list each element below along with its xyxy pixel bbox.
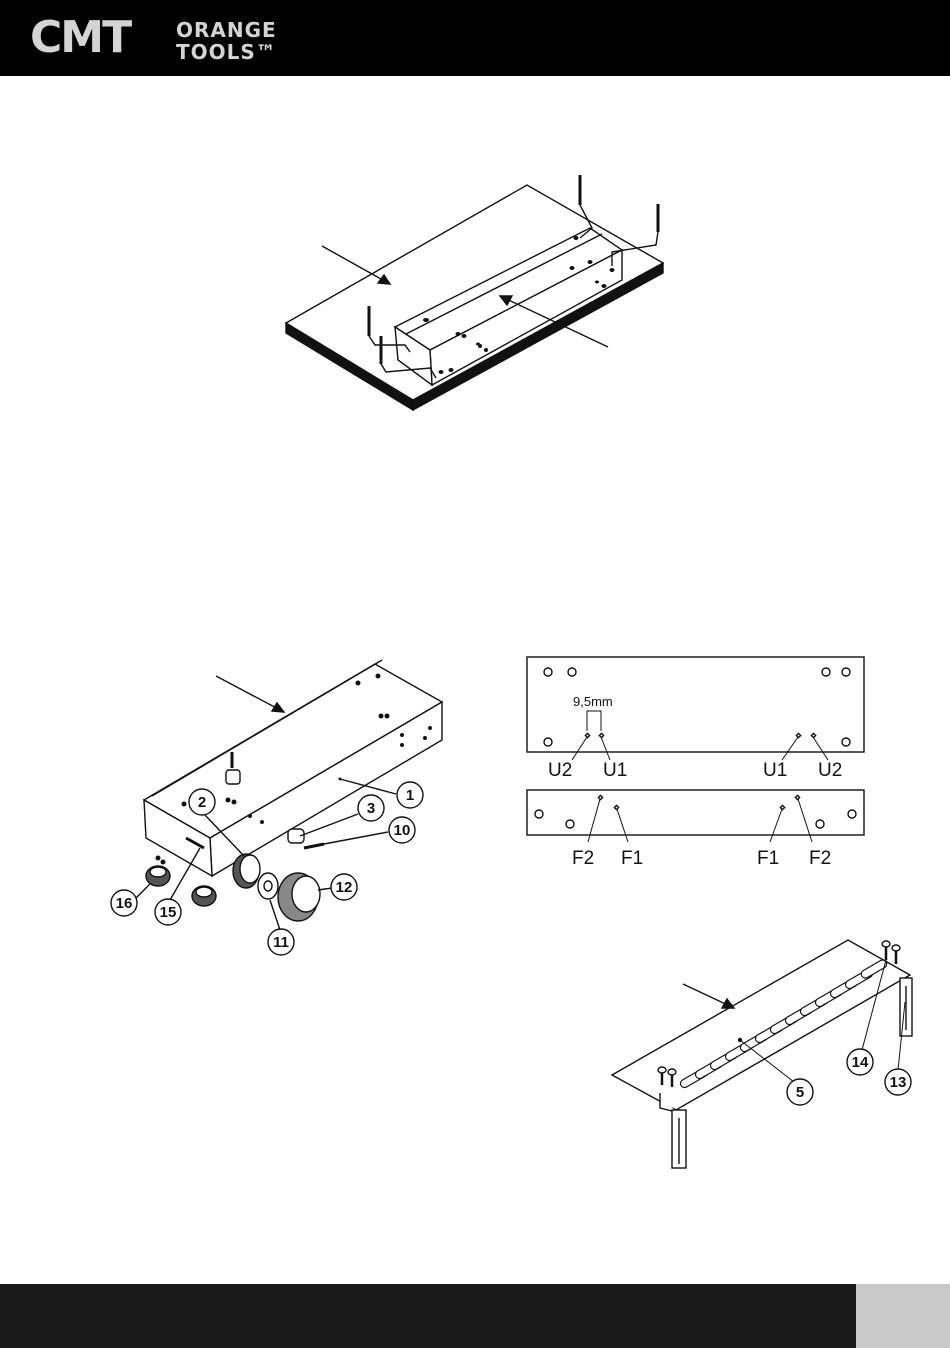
callout-part-2: 2 [189, 789, 215, 815]
callout-part-14: 14 [847, 1049, 873, 1075]
svg-text:3: 3 [367, 800, 375, 817]
label-u2-right: U2 [818, 760, 842, 781]
callout-part-10: 10 [389, 817, 415, 843]
callout-part-15: 15 [155, 899, 181, 925]
callout-part-12: 12 [331, 874, 357, 900]
callout-part-5: 5 [787, 1079, 813, 1105]
svg-text:12: 12 [336, 879, 353, 896]
svg-text:2: 2 [198, 794, 206, 811]
jig-exploded-illustration [136, 660, 442, 930]
label-f2-left: F2 [572, 848, 594, 869]
svg-text:5: 5 [796, 1084, 804, 1101]
svg-text:15: 15 [160, 904, 177, 921]
board-assembly-illustration [286, 175, 663, 410]
callout-part-11: 11 [268, 929, 294, 955]
svg-text:16: 16 [116, 895, 133, 912]
callout-part-1: 1 [397, 782, 423, 808]
page-footer [0, 1284, 950, 1348]
callout-part-16: 16 [111, 890, 137, 916]
label-u1-left: U1 [603, 760, 627, 781]
label-f2-right: F2 [809, 848, 831, 869]
label-f1-left: F1 [621, 848, 643, 869]
svg-text:13: 13 [890, 1074, 907, 1091]
page-number-tab [856, 1284, 950, 1348]
label-f1-right: F1 [757, 848, 779, 869]
label-u1-right: U1 [763, 760, 787, 781]
callout-part-13: 13 [885, 1069, 911, 1095]
label-u2-left: U2 [548, 760, 572, 781]
callout-part-3: 3 [358, 795, 384, 821]
board-arrow [322, 246, 390, 284]
svg-text:1: 1 [406, 787, 414, 804]
lower-plate [527, 790, 864, 842]
svg-text:14: 14 [852, 1054, 869, 1071]
svg-text:11: 11 [273, 934, 289, 951]
dimension-label: 9,5mm [573, 694, 613, 709]
svg-text:10: 10 [394, 822, 411, 839]
